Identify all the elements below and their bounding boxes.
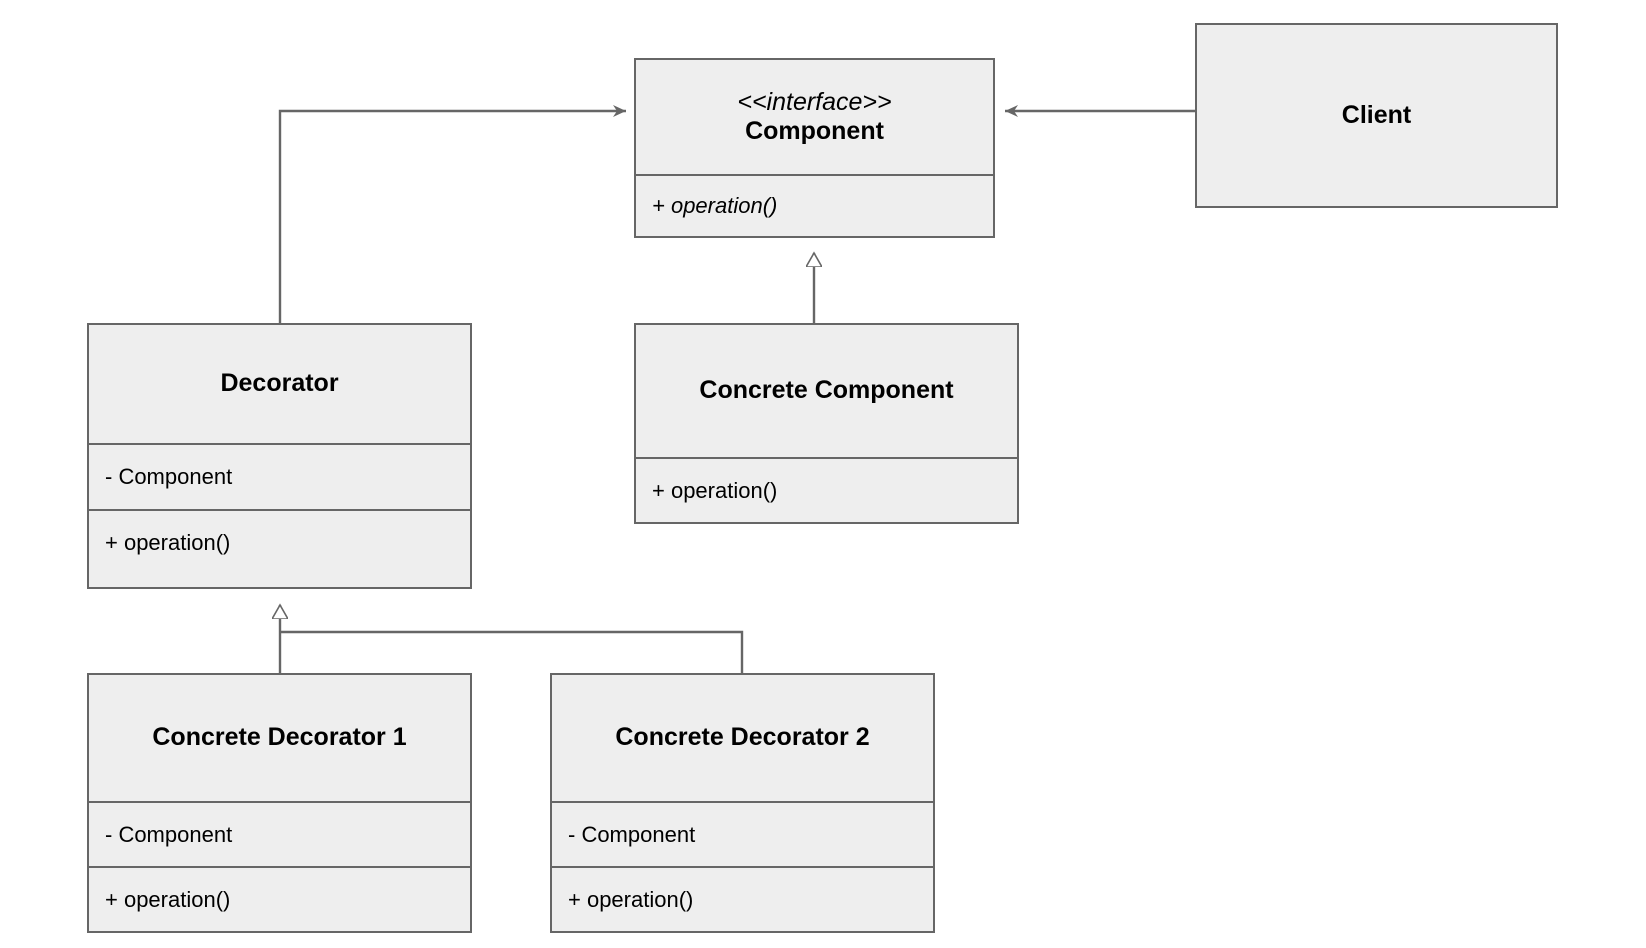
class-box-component-title: <<interface>> Component bbox=[636, 60, 993, 174]
class-box-decorator-operations: + operation() bbox=[89, 509, 470, 575]
edge-decorator-to-component bbox=[278, 105, 626, 323]
operation-concrete-decorator-2-0: + operation() bbox=[568, 886, 694, 912]
class-box-decorator-title: Decorator bbox=[89, 325, 470, 443]
class-box-decorator[interactable]: Decorator - Component + operation() bbox=[87, 323, 472, 589]
class-box-decorator-attributes: - Component bbox=[89, 443, 470, 509]
operation-concrete-decorator-1-0: + operation() bbox=[105, 886, 231, 912]
class-box-concrete-decorator-2-operations: + operation() bbox=[552, 866, 933, 931]
class-box-concrete-decorator-1-attributes: - Component bbox=[89, 801, 470, 866]
class-box-concrete-decorator-1-operations: + operation() bbox=[89, 866, 470, 931]
class-name-decorator: Decorator bbox=[220, 369, 339, 398]
attribute-decorator-0: - Component bbox=[105, 464, 233, 489]
class-box-concrete-decorator-1[interactable]: Concrete Decorator 1 - Component + opera… bbox=[87, 673, 472, 933]
class-box-concrete-decorator-2-title: Concrete Decorator 2 bbox=[552, 675, 933, 801]
operation-decorator-0: + operation() bbox=[105, 530, 231, 555]
class-box-concrete-component-operations: + operation() bbox=[636, 457, 1017, 522]
class-box-concrete-decorator-2[interactable]: Concrete Decorator 2 - Component + opera… bbox=[550, 673, 935, 933]
class-name-component: Component bbox=[745, 117, 884, 146]
operation-concrete-component-0: + operation() bbox=[652, 477, 778, 503]
attribute-concrete-decorator-1-0: - Component bbox=[105, 821, 233, 847]
class-stereotype-component: <<interface>> bbox=[737, 87, 892, 116]
class-box-client-title: Client bbox=[1197, 25, 1556, 206]
class-name-client: Client bbox=[1341, 100, 1412, 129]
edge-concrete-decorator-2-to-decorator bbox=[280, 630, 744, 673]
class-name-concrete-decorator-2: Concrete Decorator 2 bbox=[615, 723, 870, 752]
class-box-client[interactable]: Client bbox=[1195, 23, 1558, 208]
class-name-concrete-decorator-1: Concrete Decorator 1 bbox=[152, 723, 407, 752]
attribute-concrete-decorator-2-0: - Component bbox=[568, 821, 696, 847]
operation-component-0: + operation() bbox=[652, 193, 778, 219]
class-box-component-operations: + operation() bbox=[636, 174, 993, 236]
class-box-concrete-component[interactable]: Concrete Component + operation() bbox=[634, 323, 1019, 524]
class-box-concrete-component-title: Concrete Component bbox=[636, 325, 1017, 457]
class-box-concrete-decorator-1-title: Concrete Decorator 1 bbox=[89, 675, 470, 801]
class-box-component[interactable]: <<interface>> Component + operation() bbox=[634, 58, 995, 238]
class-name-concrete-component: Concrete Component bbox=[699, 376, 954, 405]
class-box-concrete-decorator-2-attributes: - Component bbox=[552, 801, 933, 866]
